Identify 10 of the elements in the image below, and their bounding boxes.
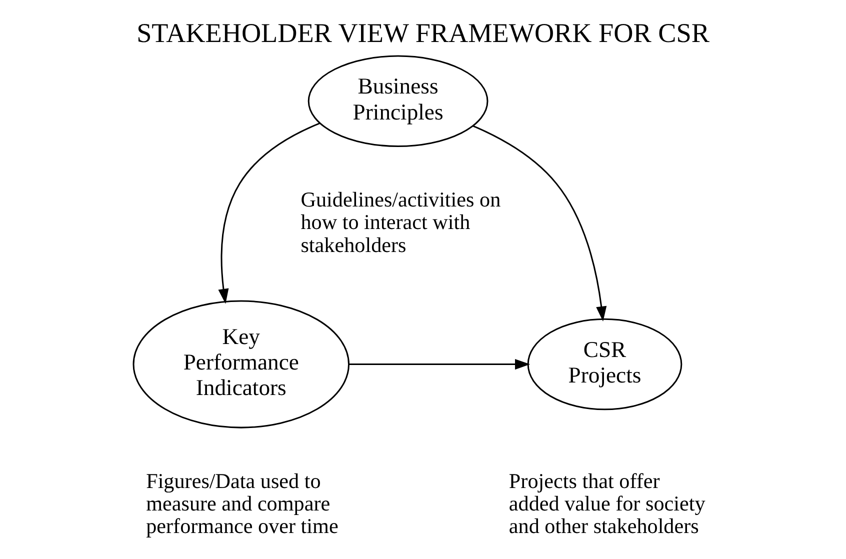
arrow [218, 122, 320, 304]
node-label: Projects that offer added value for society and other stakeholders [508, 468, 706, 538]
arrow [472, 125, 607, 322]
node-ellipse: CSR Projects [527, 318, 682, 410]
node-label: Guidelines/activities on how to interact with stakeholders [300, 188, 501, 257]
arrow [349, 359, 530, 370]
diagram-title: STAKEHOLDER VIEW FRAMEWORK FOR CSR [136, 18, 710, 48]
node-ellipse: Business Principles [308, 55, 488, 147]
node-ellipse: Key Performance Indicators [132, 300, 350, 428]
node-label: Figures/Data used to measure and compare performance over time [146, 468, 338, 538]
